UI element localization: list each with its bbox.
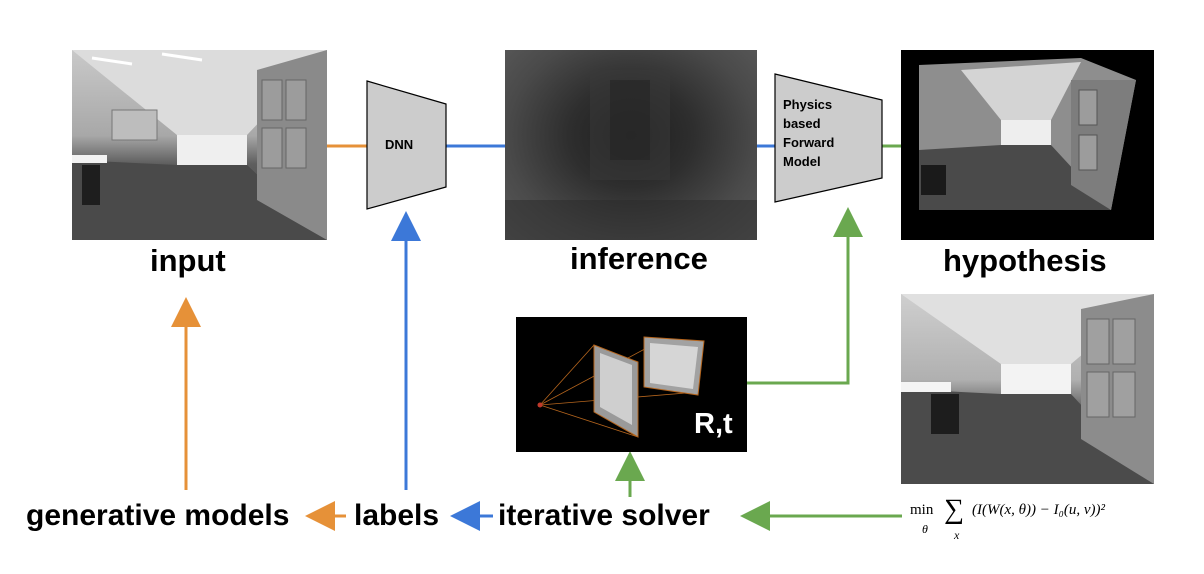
reference-image <box>901 294 1154 484</box>
physics-label-line-3: Forward <box>783 135 835 150</box>
labels-label: labels <box>354 499 440 532</box>
generative-models-label: generative models <box>26 499 290 532</box>
objective-equation: min θ ∑ x (I(W(x, θ)) − I₀(u, v))² <box>910 492 1160 552</box>
physics-label-line-4: Model <box>783 154 821 169</box>
physics-label-line-1: Physics <box>783 97 833 112</box>
dnn-label: DNN <box>385 137 414 152</box>
hypothesis-label: hypothesis <box>943 243 1107 278</box>
iterative-solver-label: iterative solver <box>498 499 710 532</box>
input-image <box>72 50 327 240</box>
equation-theta: θ <box>922 522 928 536</box>
equation-body: (I(W(x, θ)) − I₀(u, v))² <box>972 502 1105 518</box>
equation-sum-sub: x <box>954 528 960 542</box>
physics-block <box>774 73 883 203</box>
equation-sum: ∑ <box>944 494 964 525</box>
pose-rt-image <box>516 317 747 452</box>
dnn-block <box>366 80 447 210</box>
equation-min: min <box>910 502 934 518</box>
input-label: input <box>150 243 226 278</box>
hypothesis-image <box>901 50 1154 240</box>
inference-depth-image <box>505 50 757 240</box>
physics-label-line-2: based <box>783 116 821 131</box>
inference-label: inference <box>570 241 708 276</box>
arrow-rt-to-physics <box>747 207 863 385</box>
rt-label: R,t <box>694 408 733 440</box>
